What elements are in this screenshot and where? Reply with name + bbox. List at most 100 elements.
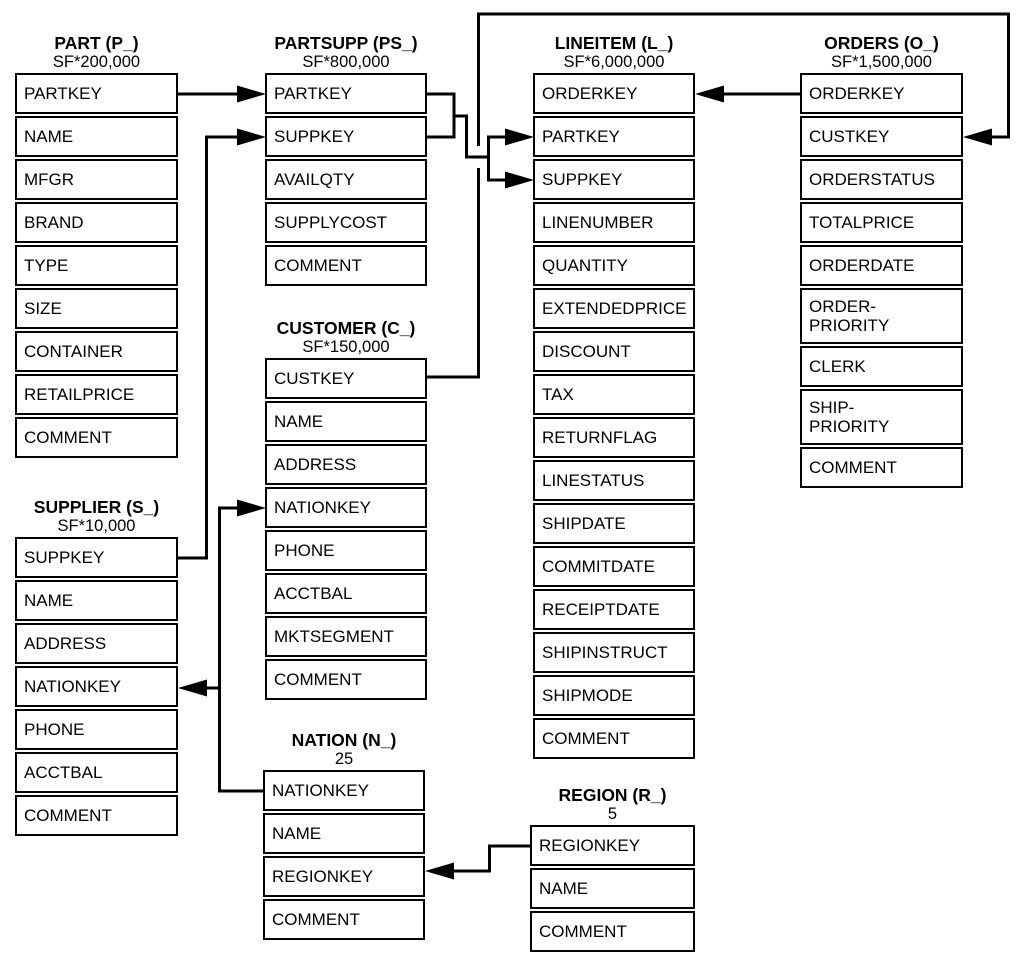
table-row: NAME: [265, 401, 427, 442]
table-row: CUSTKEY: [800, 116, 963, 157]
table-row: BRAND: [15, 202, 178, 243]
table-row: PHONE: [265, 530, 427, 571]
table-row: NAME: [15, 580, 178, 621]
table-row: ADDRESS: [15, 623, 178, 664]
table-row: PARTKEY: [15, 73, 178, 114]
table-row: AVAILQTY: [265, 159, 427, 200]
table-row: SHIPINSTRUCT: [533, 632, 695, 673]
table-row: TYPE: [15, 245, 178, 286]
table-row: PHONE: [15, 709, 178, 750]
table-title: NATION (N_): [291, 730, 397, 750]
table-row: MKTSEGMENT: [265, 616, 427, 657]
table-row: COMMENT: [15, 795, 178, 836]
table-title: LINEITEM (L_): [554, 33, 674, 53]
table-row: RETURNFLAG: [533, 417, 695, 458]
table-title: SUPPLIER (S_): [33, 497, 160, 517]
table-row: ACCTBAL: [265, 573, 427, 614]
fk-line-partsupp-to-lineitem: [454, 114, 487, 159]
table-row: ACCTBAL: [15, 752, 178, 793]
table-row: COMMITDATE: [533, 546, 695, 587]
table-row: ORDERSTATUS: [800, 159, 963, 200]
fk-bracket-partsupp-keys: [427, 92, 456, 139]
arrowhead-lineitem-partkey: [505, 128, 534, 146]
fk-line-customer-custkey-lower: [427, 168, 480, 379]
table-cardinality: 5: [607, 805, 618, 823]
table-row: DISCOUNT: [533, 331, 695, 372]
table-row: ORDER- PRIORITY: [800, 288, 963, 344]
arrowhead-supplier-nationkey: [178, 679, 207, 697]
table-row: SIZE: [15, 288, 178, 329]
table-row: COMMENT: [265, 245, 427, 286]
table-row: SHIPMODE: [533, 675, 695, 716]
table-row: QUANTITY: [533, 245, 695, 286]
fk-line-supplier-to-partsupp: [178, 135, 238, 560]
table-row: CONTAINER: [15, 331, 178, 372]
table-row: MFGR: [15, 159, 178, 200]
table-cardinality: SF*10,000: [57, 517, 136, 535]
table-title: REGION (R_): [558, 785, 667, 805]
arrowhead-partsupp-suppkey: [237, 128, 266, 146]
table-title: PARTSUPP (PS_): [274, 33, 418, 53]
table-row: LINENUMBER: [533, 202, 695, 243]
table-row: SUPPKEY: [15, 537, 178, 578]
table-row: SUPPKEY: [533, 159, 695, 200]
table-row: RECEIPTDATE: [533, 589, 695, 630]
table-row: PARTKEY: [265, 73, 427, 114]
table-row: EXTENDEDPRICE: [533, 288, 695, 329]
table-row: SUPPLYCOST: [265, 202, 427, 243]
arrowhead-nation-regionkey: [425, 862, 454, 880]
arrowhead-lineitem-suppkey: [505, 171, 534, 189]
table-row: COMMENT: [15, 417, 178, 458]
table-row: CUSTKEY: [265, 358, 427, 399]
table-row: LINESTATUS: [533, 460, 695, 501]
table-row: RETAILPRICE: [15, 374, 178, 415]
table-row: ORDERKEY: [533, 73, 695, 114]
table-title: ORDERS (O_): [824, 33, 939, 53]
table-row: NAME: [15, 116, 178, 157]
table-cardinality: SF*1,500,000: [831, 53, 932, 71]
table-row: COMMENT: [530, 911, 695, 952]
table-row: COMMENT: [265, 659, 427, 700]
table-row: COMMENT: [800, 447, 963, 488]
table-row: SHIPDATE: [533, 503, 695, 544]
table-row: NAME: [263, 813, 425, 854]
table-cardinality: SF*200,000: [52, 53, 141, 71]
table-row: REGIONKEY: [263, 856, 425, 897]
table-title: PART (P_): [54, 33, 139, 53]
table-cardinality: SF*150,000: [302, 338, 390, 356]
table-row: ADDRESS: [265, 444, 427, 485]
table-row: CLERK: [800, 346, 963, 387]
table-row: ORDERKEY: [800, 73, 963, 114]
arrowhead-orders-custkey: [963, 128, 992, 146]
table-cardinality: SF*6,000,000: [563, 53, 665, 71]
table-cardinality: SF*800,000: [302, 53, 390, 71]
table-row: SUPPKEY: [265, 116, 427, 157]
table-cardinality: 25: [334, 750, 354, 768]
table-row: COMMENT: [533, 718, 695, 759]
fk-line-region-to-nation: [454, 844, 530, 873]
table-row: NATIONKEY: [265, 487, 427, 528]
table-row: TAX: [533, 374, 695, 415]
table-row: NATIONKEY: [263, 770, 425, 811]
table-title: CUSTOMER (C_): [276, 318, 416, 338]
table-row: COMMENT: [263, 899, 425, 940]
arrowhead-customer-nationkey: [237, 499, 266, 517]
arrowhead-partsupp-partkey: [237, 85, 266, 103]
table-row: ORDERDATE: [800, 245, 963, 286]
arrowhead-lineitem-orderkey: [695, 85, 724, 103]
